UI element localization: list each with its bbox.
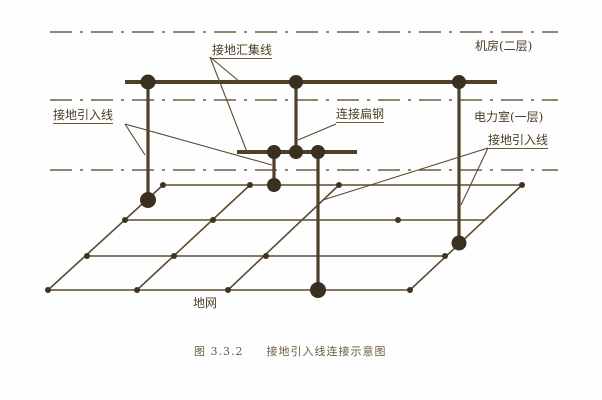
label-connect-flat-steel: 连接扁钢 [336, 107, 385, 123]
caption-number: 图 3.3.2 [194, 345, 244, 358]
ground-grid [47, 184, 523, 291]
label-lead-in-right: 接地引入线 [488, 133, 549, 149]
leader-lines [124, 56, 489, 206]
label-floor-2: 机房(二层) [475, 39, 533, 53]
bus-bars [125, 80, 497, 154]
figure-caption: 图 3.3.2 接地引入线连接示意图 [194, 343, 387, 359]
label-bus-bar: 接地汇集线 [212, 43, 273, 59]
floor-boundary-lines [50, 31, 558, 171]
lead-in-conductors [146, 82, 461, 290]
label-lead-in-left: 接地引入线 [53, 108, 114, 124]
caption-title: 接地引入线连接示意图 [266, 345, 387, 358]
label-floor-1: 电力室(一层) [474, 110, 544, 124]
ground-grid-nodes [45, 182, 525, 293]
connection-nodes [140, 74, 467, 298]
label-ground-grid: 地网 [193, 296, 218, 310]
